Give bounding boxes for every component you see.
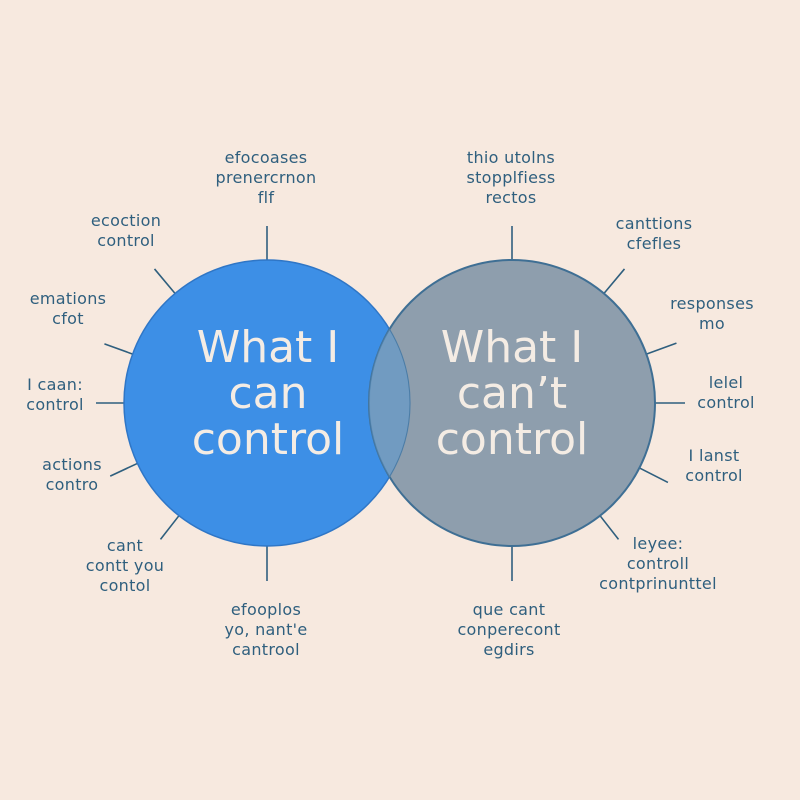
right-label-bottom: que cant conperecont egdirs: [457, 600, 561, 659]
cant-control-title: What I can’t control: [435, 322, 589, 465]
right-label-upper: canttions cfefles: [615, 214, 693, 253]
left-label-mid: I caan: control: [26, 375, 84, 414]
left-spoke-lower: [159, 515, 180, 540]
right-label-lower: leyee: controll contprinunttel: [599, 534, 717, 593]
left-spoke-upper: [153, 268, 176, 294]
right-label-lower-mid: I lanst control: [685, 446, 743, 485]
overlap-region: [368, 328, 411, 478]
right-spoke-upper-mid: [646, 342, 677, 355]
can-control-title: What I can control: [191, 322, 345, 465]
left-label-upper-mid: emations cfot: [29, 289, 107, 328]
left-label-lower-mid: actions contro: [42, 455, 102, 494]
left-spoke-upper-mid: [104, 343, 133, 355]
left-spoke-lower-mid: [109, 462, 138, 477]
right-label-upper-mid: responses mo: [670, 294, 754, 333]
left-label-lower: cant contt you contol: [85, 536, 165, 595]
right-spoke-upper: [603, 268, 626, 294]
left-label-upper: ecoction control: [90, 211, 162, 250]
connector-lines: [96, 226, 685, 581]
left-label-top: efocoases prenercrnon flf: [215, 148, 317, 207]
right-label-mid: lelel control: [697, 373, 755, 412]
right-spoke-lower: [599, 515, 620, 540]
left-label-bottom: efooplos yo, nant'e cantrool: [224, 600, 308, 659]
right-label-top: thio utolns stopplfiess rectos: [466, 148, 556, 207]
right-spoke-lower-mid: [639, 467, 669, 484]
